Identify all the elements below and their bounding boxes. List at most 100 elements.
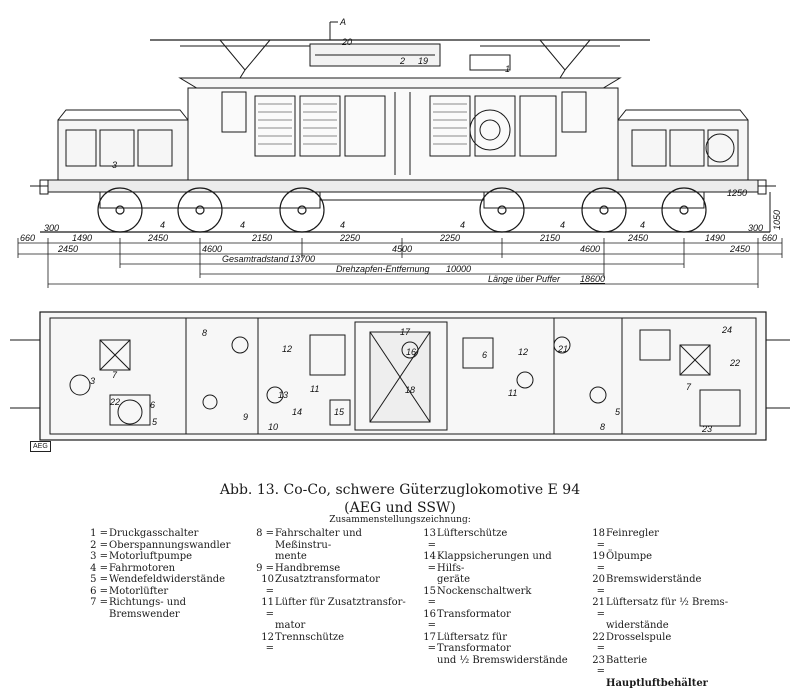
- legend-number: 13 =: [414, 528, 436, 551]
- legend-text: geräte: [436, 574, 470, 586]
- plan-callout-23: 23: [701, 424, 712, 434]
- elevation-view: A 20 2 19 1 3 4 4 4 4 4 4 1250 1050 300 …: [30, 17, 782, 233]
- figure-caption: Abb. 13. Co-Co, schwere Güterzuglokomoti…: [0, 482, 800, 498]
- plan-callout-12a: 12: [282, 344, 292, 354]
- legend-subtitle: Zusammenstellungszeichnung:: [0, 515, 800, 525]
- legend-entry: 13 =Lüfterschütze: [414, 528, 580, 551]
- callout-4b: 4: [240, 220, 245, 230]
- dim-1490-right: 1490: [705, 233, 725, 243]
- plan-callout-18: 18: [405, 385, 415, 395]
- dim-660-left: 660: [20, 233, 35, 243]
- plan-callout-21: 21: [557, 344, 568, 354]
- legend-number: [583, 620, 605, 632]
- plan-view: 7 3 22 6 5 8 9 12 13 14 10 11 15 17 16 1…: [10, 312, 790, 440]
- dim-pivot-label: Drehzapfen-Entfernung: [336, 264, 430, 274]
- dim-300-left: 300: [44, 223, 59, 233]
- legend-text: Bremswiderstände: [605, 574, 701, 597]
- plan-callout-12b: 12: [518, 347, 528, 357]
- legend-entry: 4 =Fahrmotoren: [86, 563, 256, 575]
- dim-row2-4500: 4500: [392, 244, 412, 254]
- legend-number: 7 =: [86, 597, 108, 620]
- plan-callout-8b: 8: [600, 422, 605, 432]
- dim-row2-2450-left: 2450: [57, 244, 78, 254]
- legend-number: 9 =: [252, 563, 274, 575]
- plan-callout-6a: 6: [150, 400, 155, 410]
- legend-number: 2 =: [86, 540, 108, 552]
- legend-text: Drosselspule: [605, 632, 671, 655]
- legend-text: Handbremse: [274, 563, 340, 575]
- legend-number: 20 =: [583, 574, 605, 597]
- dim-2150-a: 2150: [251, 233, 272, 243]
- legend-entry: 10 =Zusatztransformator: [252, 574, 420, 597]
- legend-number: 10 =: [252, 574, 274, 597]
- legend-entry: 19 =Ölpumpe: [583, 551, 733, 574]
- legend-number: 18 =: [583, 528, 605, 551]
- legend-entry: 6 =Motorlüfter: [86, 586, 256, 598]
- legend-number: 17 =: [414, 632, 436, 655]
- callout-4c: 4: [340, 220, 345, 230]
- plan-callout-3: 3: [90, 376, 95, 386]
- dim-wheelbase-label: Gesamtradstand: [222, 254, 290, 264]
- legend-text: Fahrschalter und Meßinstru-: [274, 528, 420, 551]
- callout-4a: 4: [160, 220, 165, 230]
- legend-entry: 8 =Fahrschalter und Meßinstru-: [252, 528, 420, 551]
- plan-callout-17: 17: [400, 327, 411, 337]
- legend-number: 3 =: [86, 551, 108, 563]
- legend-entry: widerstände: [583, 620, 733, 632]
- callout-4f: 4: [640, 220, 645, 230]
- dim-660-right: 660: [762, 233, 777, 243]
- legend-number: 8 =: [252, 528, 274, 551]
- legend-text: Lüfterschütze: [436, 528, 507, 551]
- legend-number: 19 =: [583, 551, 605, 574]
- legend-entry: mente: [252, 551, 420, 563]
- dim-1050: 1050: [772, 210, 782, 230]
- dim-row2-4600-left: 4600: [202, 244, 222, 254]
- legend-number: 14 =: [414, 551, 436, 574]
- dim-2250-a: 2250: [339, 233, 360, 243]
- plan-callout-22a: 22: [109, 397, 120, 407]
- legend-text: Nockenschaltwerk: [436, 586, 531, 609]
- legend-text: Batterie: [605, 655, 647, 678]
- legend-number: 22 =: [583, 632, 605, 655]
- dim-row2-4600-right: 4600: [580, 244, 600, 254]
- legend-entry: 23 =Batterie: [583, 655, 733, 678]
- legend-entry: 2 =Oberspannungswandler: [86, 540, 256, 552]
- dim-2450-a: 2450: [147, 233, 168, 243]
- legend-number: 6 =: [86, 586, 108, 598]
- legend-number: 4 =: [86, 563, 108, 575]
- dim-1490-left: 1490: [72, 233, 92, 243]
- dim-length-value: 18600: [580, 274, 605, 284]
- dim-1250: 1250: [727, 188, 747, 198]
- legend-text: widerstände: [605, 620, 669, 632]
- legend-text: Hauptluftbehälter: [605, 678, 708, 689]
- legend-text: Lüfter für Zusatztransfor-: [274, 597, 406, 620]
- plan-callout-15: 15: [334, 407, 345, 417]
- legend-text: Transformator: [436, 609, 511, 632]
- plan-callout-22b: 22: [729, 358, 740, 368]
- callout-19: 19: [418, 56, 428, 66]
- locomotive-drawing: A 20 2 19 1 3 4 4 4 4 4 4 1250 1050 300 …: [0, 0, 800, 465]
- legend-text: Fahrmotoren: [108, 563, 175, 575]
- callout-2: 2: [399, 56, 405, 66]
- legend-text: Richtungs- und Bremswender: [108, 597, 256, 620]
- figure-caption-makers: (AEG und SSW): [0, 500, 800, 516]
- legend-text: Wendefeldwiderstände: [108, 574, 225, 586]
- legend-text: und ½ Bremswiderstände: [436, 655, 568, 667]
- legend-number: 11 =: [252, 597, 274, 620]
- legend-text: Druckgasschalter: [108, 528, 198, 540]
- legend-text: Zusatztransformator: [274, 574, 380, 597]
- legend-number: 15 =: [414, 586, 436, 609]
- dim-length-label: Länge über Puffer: [488, 274, 561, 284]
- legend-number: [252, 620, 274, 632]
- legend-entry: 5 =Wendefeldwiderstände: [86, 574, 256, 586]
- dim-2250-b: 2250: [439, 233, 460, 243]
- dim-pivot-value: 10000: [446, 264, 471, 274]
- dim-2450-b: 2450: [627, 233, 648, 243]
- legend-entry: 18 =Feinregler: [583, 528, 733, 551]
- plan-callout-13: 13: [278, 390, 288, 400]
- legend-text: Lüftersatz für ½ Brems-: [605, 597, 728, 620]
- legend-entry: und ½ Bremswiderstände: [414, 655, 580, 667]
- legend-entry: geräte: [414, 574, 580, 586]
- plan-callout-24: 24: [721, 325, 732, 335]
- legend-number: 5 =: [86, 574, 108, 586]
